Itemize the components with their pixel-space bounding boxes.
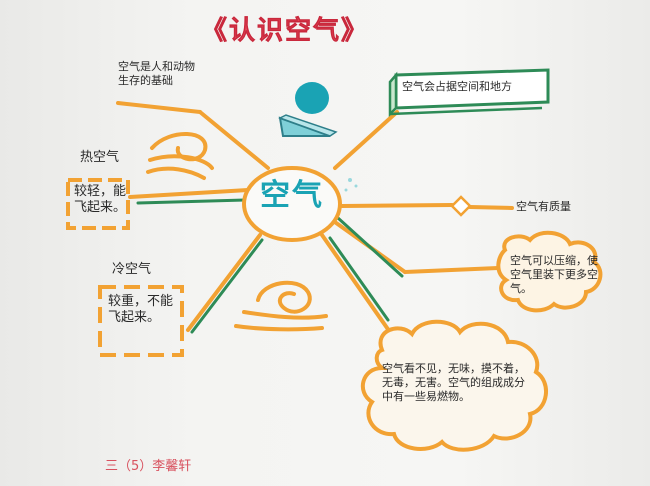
line-mass-tail [468, 205, 514, 210]
line-to-properties [320, 233, 394, 337]
occupies-space-text: 空气会占据空间和地方 [402, 80, 512, 93]
signature: 三（5）李馨轩 [105, 459, 192, 474]
hot-air-title: 热空气 [80, 150, 120, 165]
page-title: 《认识空气》 [200, 16, 369, 47]
has-mass-text: 空气有质量 [516, 200, 571, 213]
cold-air-box [98, 285, 184, 357]
properties-text: 空气看不见，无味，摸不着，无毒，无害。空气的组成成分中有一些易燃物。 [382, 362, 525, 403]
line-basis-underline [116, 101, 202, 114]
line-compress-tail [403, 266, 500, 274]
hot-air-text: 较轻，能飞起来。 [74, 184, 127, 216]
center-node-label: 空气 [260, 178, 324, 213]
basis-note: 空气是人和动物生存的基础 [118, 60, 195, 87]
hot-air-box [66, 178, 130, 230]
swirl-hot [146, 132, 214, 180]
line-to-mass [340, 203, 454, 208]
properties-cloud [360, 319, 549, 452]
line-to-cold-air [186, 233, 262, 332]
line-to-space [333, 110, 399, 170]
swirl-cold [234, 280, 328, 332]
space-box [388, 68, 550, 118]
teal-blob [295, 82, 329, 114]
center-oval [242, 166, 342, 242]
cold-air-title: 冷空气 [112, 262, 152, 277]
compress-cloud [496, 230, 603, 313]
cold-air-text: 较重，不能飞起来。 [108, 294, 174, 326]
diamond-marker [450, 195, 472, 217]
line-to-hot-air [128, 188, 250, 199]
line-to-basis [198, 110, 270, 170]
compressible-text: 空气可以压缩，使空气里装下更多空气。 [510, 254, 598, 295]
